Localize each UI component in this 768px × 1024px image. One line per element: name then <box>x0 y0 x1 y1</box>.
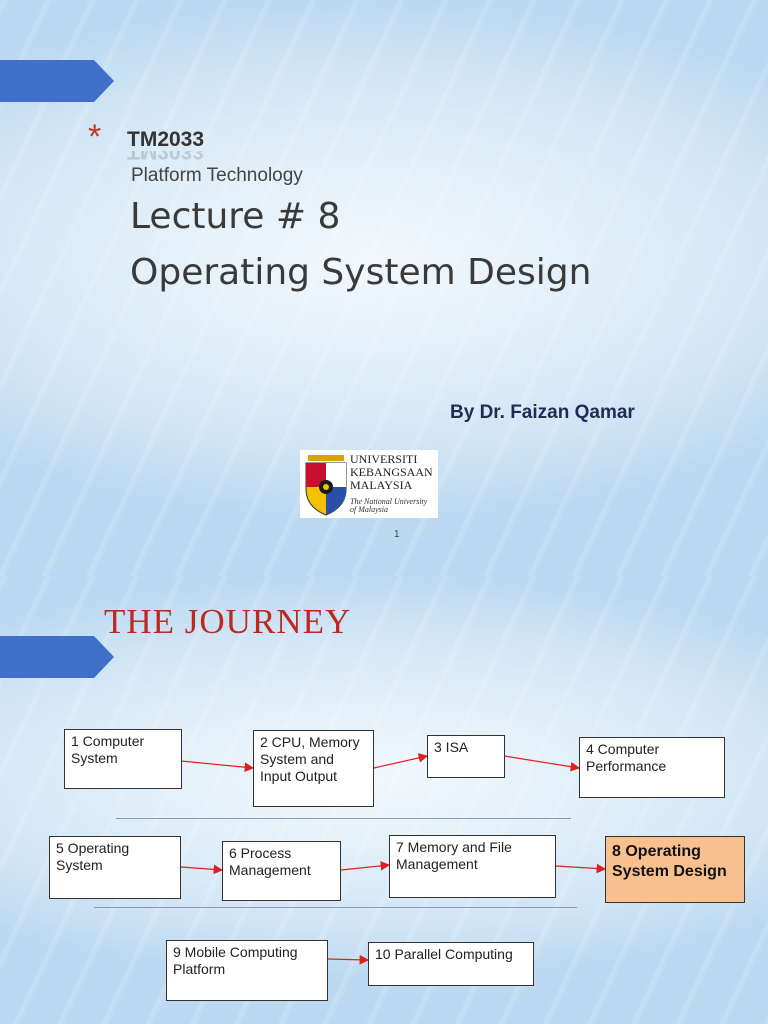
arrow <box>180 864 224 875</box>
row-separator <box>94 907 577 908</box>
journey-step-1: 1 Computer System <box>64 729 182 789</box>
journey-step-7: 7 Memory and File Management <box>389 835 556 898</box>
arrow <box>503 755 581 772</box>
slide-title: THE JOURNEY <box>104 602 352 641</box>
page-number: 1 <box>394 529 400 540</box>
journey-step-3: 3 ISA <box>427 735 505 778</box>
journey-step-10: 10 Parallel Computing <box>368 942 534 986</box>
logo-tagline-2: of Malaysia <box>350 505 388 514</box>
author-line: By Dr. Faizan Qamar <box>450 402 635 423</box>
accent-tab <box>0 60 114 102</box>
logo-line-3: MALAYSIA <box>350 478 413 492</box>
course-code-reflection: TM2033 <box>127 151 204 162</box>
accent-tab <box>0 636 114 678</box>
arrow <box>340 861 391 871</box>
course-name: Platform Technology <box>131 165 303 186</box>
bullet-asterisk: * <box>88 118 102 156</box>
arrow <box>555 863 607 874</box>
row-separator <box>116 818 571 819</box>
journey-step-6: 6 Process Management <box>222 841 341 901</box>
logo-line-2: KEBANGSAAN <box>350 465 433 479</box>
course-code: TM2033 <box>127 128 205 151</box>
journey-step-8-current: 8 Operating System Design <box>605 836 745 903</box>
university-logo: UNIVERSITI KEBANGSAAN MALAYSIA The Natio… <box>300 450 438 518</box>
journey-slide: THE JOURNEY 1 Computer System 2 CPU, Mem… <box>0 576 768 1024</box>
journey-step-5: 5 Operating System <box>49 836 181 899</box>
lecture-title: Lecture # 8 <box>130 196 341 237</box>
journey-step-4: 4 Computer Performance <box>579 737 725 798</box>
arrow <box>180 760 255 772</box>
title-slide: * TM2033 TM2033 Platform Technology Lect… <box>0 0 768 576</box>
logo-tagline-1: The National University <box>350 497 428 506</box>
logo-line-1: UNIVERSITI <box>350 452 418 466</box>
crest-icon <box>305 455 347 516</box>
journey-step-2: 2 CPU, Memory System and Input Output <box>253 730 374 807</box>
arrow <box>327 954 370 965</box>
flow-arrows <box>180 753 607 965</box>
lecture-topic: Operating System Design <box>130 252 592 293</box>
journey-step-9: 9 Mobile Computing Platform <box>166 940 328 1001</box>
arrow <box>373 753 429 769</box>
